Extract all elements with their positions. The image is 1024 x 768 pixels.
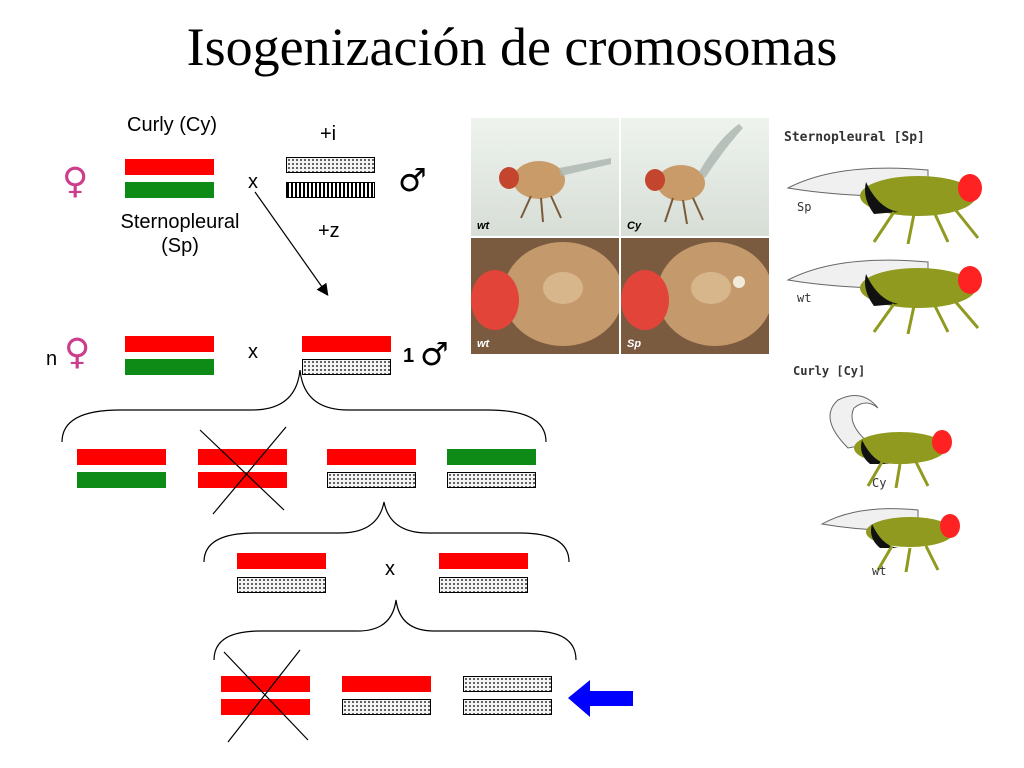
male-symbol-icon: ♂ — [398, 161, 427, 199]
f3-offspring2-plus-chromosome — [342, 699, 431, 715]
cross-out-line — [223, 651, 309, 741]
sp-drawing-title: Sternopleural [Sp] — [784, 130, 925, 145]
wt-label-top: wt — [477, 220, 490, 232]
cy-fly-illustration — [645, 124, 743, 225]
offspring3-plus-chromosome — [327, 472, 416, 488]
sternopleural-label-line2: (Sp) — [161, 235, 199, 257]
f2-offspring-brace — [61, 369, 547, 443]
wt-closeup-illustration — [471, 242, 619, 346]
f3-isogenic-plus-chromosome-b — [463, 699, 552, 715]
male-count: 1 — [403, 345, 415, 367]
sp-fly-drawing — [786, 167, 982, 244]
sp-label: Sp — [627, 338, 642, 350]
f2-cross-symbol: x — [385, 558, 395, 580]
plus-z-chromosome — [286, 182, 375, 198]
offspring2-curly-chromosome-b — [198, 472, 287, 488]
sib-right-curly-chromosome — [439, 553, 528, 569]
wt-label-bottom: wt — [477, 338, 490, 350]
cross-out-line — [212, 426, 287, 515]
sp-closeup-illustration — [621, 242, 769, 346]
sib-left-plus-chromosome — [237, 577, 326, 593]
plus-i-chromosome — [286, 157, 375, 173]
wt-fly-illustration — [499, 158, 611, 223]
f1-female-symbol-icon: ♀ — [64, 332, 91, 373]
f3-isogenic-plus-chromosome-a — [463, 676, 552, 692]
offspring1-sp-chromosome — [77, 472, 166, 488]
cross-out-line — [227, 649, 301, 743]
cross-arrow — [254, 191, 329, 296]
blue-arrow-icon — [568, 680, 633, 717]
f3-offspring-brace — [213, 599, 577, 661]
f1-female-sp-chromosome — [125, 359, 214, 375]
sternopleural-chromosome — [125, 182, 214, 198]
sib-cross-brace — [203, 501, 570, 563]
curly-label: Curly (Cy) — [127, 114, 217, 136]
plus-i-label: +i — [320, 123, 337, 145]
cy-drawing-title: Curly [Cy] — [793, 364, 866, 378]
cy-wt-label: wt — [872, 564, 887, 578]
photo-sp-closeup: Sp — [621, 238, 769, 354]
f1-female-curly-chromosome — [125, 336, 214, 352]
cross-symbol: x — [248, 171, 258, 193]
photo-wt-closeup: wt — [471, 238, 619, 354]
f3-offspring2-curly-chromosome — [342, 676, 431, 692]
offspring1-curly-chromosome — [77, 449, 166, 465]
sp-fly-label: Sp — [797, 200, 812, 214]
cy-label: Cy — [627, 220, 642, 232]
sp-wt-label: wt — [797, 291, 812, 305]
photo-cy-fly: Cy — [621, 118, 769, 236]
female-symbol-icon: ♀ — [62, 161, 89, 202]
sp-wt-fly-drawing — [786, 259, 982, 334]
f3-offspring1-curly-chromosome-b — [221, 699, 310, 715]
photo-wt-fly: wt — [471, 118, 619, 236]
f3-offspring1-curly-chromosome-a — [221, 676, 310, 692]
slide-title: Isogenización de cromosomas — [186, 17, 838, 77]
offspring4-plus-chromosome — [447, 472, 536, 488]
f1-male-plus-chromosome — [302, 359, 391, 375]
n-label: n — [46, 348, 58, 370]
sternopleural-label: Sternopleural (Sp) — [100, 210, 260, 258]
offspring4-sp-chromosome — [447, 449, 536, 465]
cy-fly-label: Cy — [872, 476, 887, 490]
f1-male-curly-chromosome — [302, 336, 391, 352]
sternopleural-label-line1: Sternopleural — [120, 211, 240, 233]
plus-z-label: +z — [318, 220, 340, 242]
sib-right-plus-chromosome — [439, 577, 528, 593]
f1-male-symbol-icon: ♂ — [420, 335, 449, 373]
offspring3-curly-chromosome — [327, 449, 416, 465]
sib-left-curly-chromosome — [237, 553, 326, 569]
f1-cross-symbol: x — [248, 341, 258, 363]
curly-chromosome — [125, 159, 214, 175]
cross-out-line — [199, 429, 285, 511]
cy-fly-drawing — [829, 395, 952, 488]
cy-wt-fly-drawing — [820, 508, 960, 573]
